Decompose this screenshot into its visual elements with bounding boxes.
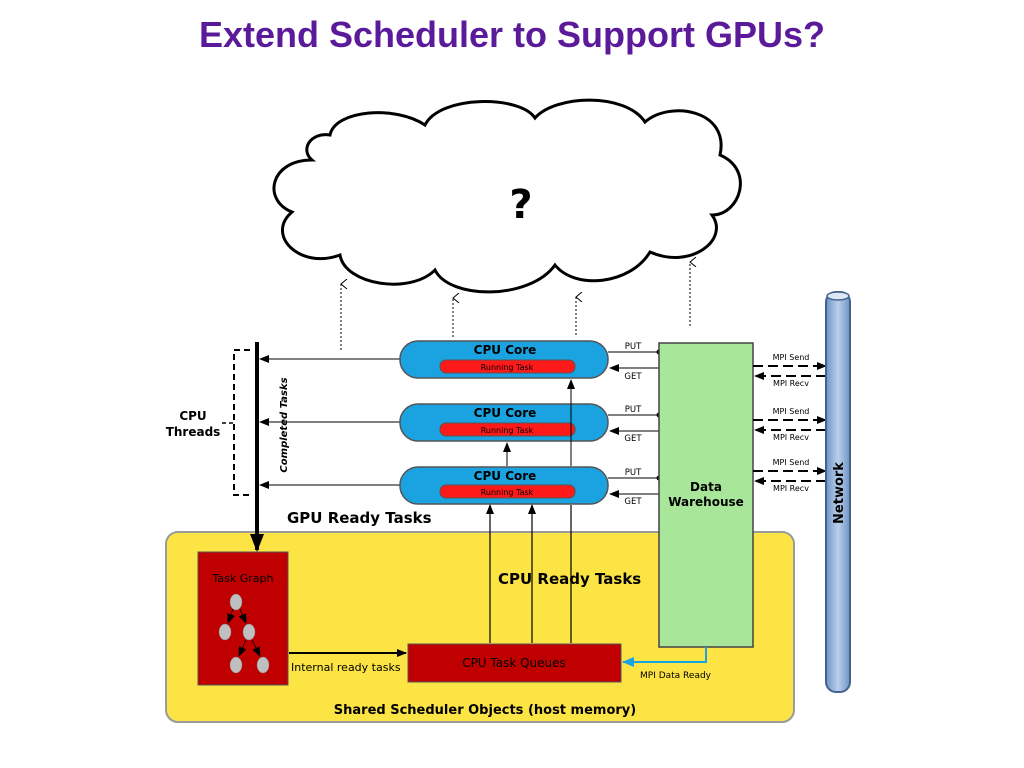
cpu-threads-label-line2: Threads bbox=[166, 425, 221, 439]
cpu-ready-tasks-label: CPU Ready Tasks bbox=[498, 570, 641, 588]
cpu-threads-label-line1: CPU bbox=[179, 409, 206, 423]
running-task-label: Running Task bbox=[481, 363, 534, 372]
cpu-threads-bracket bbox=[233, 349, 250, 496]
get-label: GET bbox=[624, 434, 642, 444]
slide-title: Extend Scheduler to Support GPUs? bbox=[198, 14, 826, 55]
get-label: GET bbox=[624, 497, 642, 507]
task-graph-label: Task Graph bbox=[212, 572, 274, 585]
graph-node bbox=[256, 656, 270, 674]
data-warehouse-line2: Warehouse bbox=[668, 495, 744, 509]
network-pipe: Network bbox=[825, 291, 851, 693]
running-task-label: Running Task bbox=[481, 488, 534, 497]
running-task-label: Running Task bbox=[481, 426, 534, 435]
network-label: Network bbox=[832, 462, 847, 524]
cpu-core-label: CPU Core bbox=[474, 469, 537, 483]
shared-scheduler-area bbox=[165, 531, 795, 723]
graph-node bbox=[242, 623, 256, 641]
internal-ready-tasks-label: Internal ready tasks bbox=[291, 661, 401, 674]
cpu-core-2: CPU Core Running Task bbox=[399, 403, 609, 442]
mpi-send-label: MPI Send bbox=[773, 353, 810, 362]
completed-tasks-label: Completed Tasks bbox=[279, 377, 290, 472]
cpu-core-label: CPU Core bbox=[474, 406, 537, 420]
mpi-data-ready-label: MPI Data Ready bbox=[640, 671, 712, 681]
mpi-send-label: MPI Send bbox=[773, 458, 810, 467]
cpu-core-1: CPU Core Running Task bbox=[399, 340, 609, 379]
cloud-shape: ? bbox=[272, 98, 742, 294]
gpu-ready-tasks-label: GPU Ready Tasks bbox=[287, 509, 432, 527]
mpi-recv-label: MPI Recv bbox=[773, 484, 809, 493]
put-label: PUT bbox=[625, 468, 642, 478]
data-warehouse-box bbox=[658, 342, 754, 648]
mpi-recv-label: MPI Recv bbox=[773, 379, 809, 388]
mpi-send-label: MPI Send bbox=[773, 407, 810, 416]
put-label: PUT bbox=[625, 342, 642, 352]
task-graph-box: Task Graph bbox=[197, 551, 289, 686]
graph-node bbox=[229, 593, 243, 611]
cpu-core-label: CPU Core bbox=[474, 343, 537, 357]
mpi-data-ready-arrow bbox=[622, 647, 707, 667]
shared-objects-label: Shared Scheduler Objects (host memory) bbox=[334, 703, 636, 718]
put-label: PUT bbox=[625, 405, 642, 415]
cloud-question-mark: ? bbox=[509, 182, 532, 228]
graph-node bbox=[218, 623, 232, 641]
cpu-task-queues-box: CPU Task Queues bbox=[407, 643, 622, 683]
mpi-recv-label: MPI Recv bbox=[773, 433, 809, 442]
data-warehouse-line1: Data bbox=[690, 480, 722, 494]
cpu-task-queues-label: CPU Task Queues bbox=[462, 656, 566, 670]
cpu-core-3: CPU Core Running Task bbox=[399, 466, 609, 505]
graph-node bbox=[229, 656, 243, 674]
cloud-arrows bbox=[341, 262, 690, 350]
get-label: GET bbox=[624, 372, 642, 382]
